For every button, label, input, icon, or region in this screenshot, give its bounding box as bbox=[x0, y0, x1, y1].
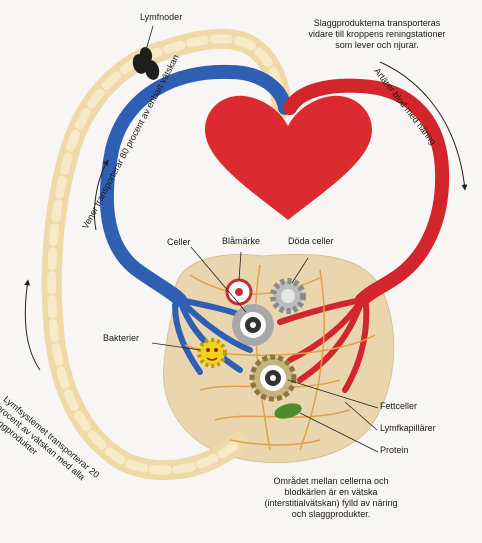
label-dead-cells: Döda celler bbox=[288, 236, 334, 246]
protein-icon bbox=[274, 403, 302, 419]
fat-cell-icon bbox=[249, 354, 297, 402]
heart-icon bbox=[205, 95, 372, 220]
leader-lines bbox=[145, 25, 379, 453]
label-bruise: Blåmärke bbox=[222, 236, 261, 246]
label-waste-transport: Slaggprodukterna transporteras vidare ti… bbox=[308, 18, 446, 50]
label-bacteria: Bakterier bbox=[103, 333, 140, 343]
lymph-node-icon bbox=[132, 47, 160, 80]
cell-icon bbox=[232, 304, 274, 346]
artery bbox=[283, 78, 450, 307]
dead-cell-icon bbox=[270, 278, 306, 314]
label-fat-cells: Fettceller bbox=[380, 401, 418, 411]
label-lymph-nodes: Lymfnoder bbox=[140, 12, 183, 22]
label-cells: Celler bbox=[167, 237, 191, 247]
vein bbox=[99, 64, 292, 307]
bruise-icon bbox=[225, 278, 253, 306]
label-protein: Protein bbox=[380, 445, 409, 455]
label-interstitial-area: Området mellan cellerna och blodkärlen ä… bbox=[264, 476, 398, 519]
flow-arrows bbox=[24, 61, 468, 371]
bacteria-icon bbox=[197, 338, 227, 368]
label-lymph-capillaries: Lymfkapillärer bbox=[380, 423, 436, 433]
